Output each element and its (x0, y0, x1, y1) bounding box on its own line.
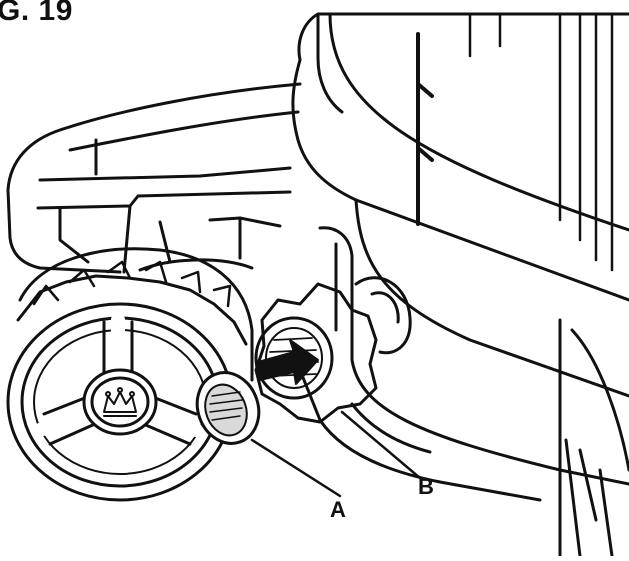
hose-port-fitting (254, 276, 412, 424)
handle-housing (6, 82, 302, 274)
figure-title: G. 19 (0, 0, 73, 27)
callout-label-b: B (418, 474, 434, 499)
base-panel (298, 226, 629, 558)
callout-label-a: A (330, 497, 346, 522)
level-gauge (416, 32, 434, 226)
leader-lines (250, 410, 422, 498)
brand-crown-logo (103, 387, 137, 417)
tank-lines (468, 12, 614, 272)
filter-cap-a (195, 371, 261, 445)
arrow-right-icon (257, 339, 319, 385)
